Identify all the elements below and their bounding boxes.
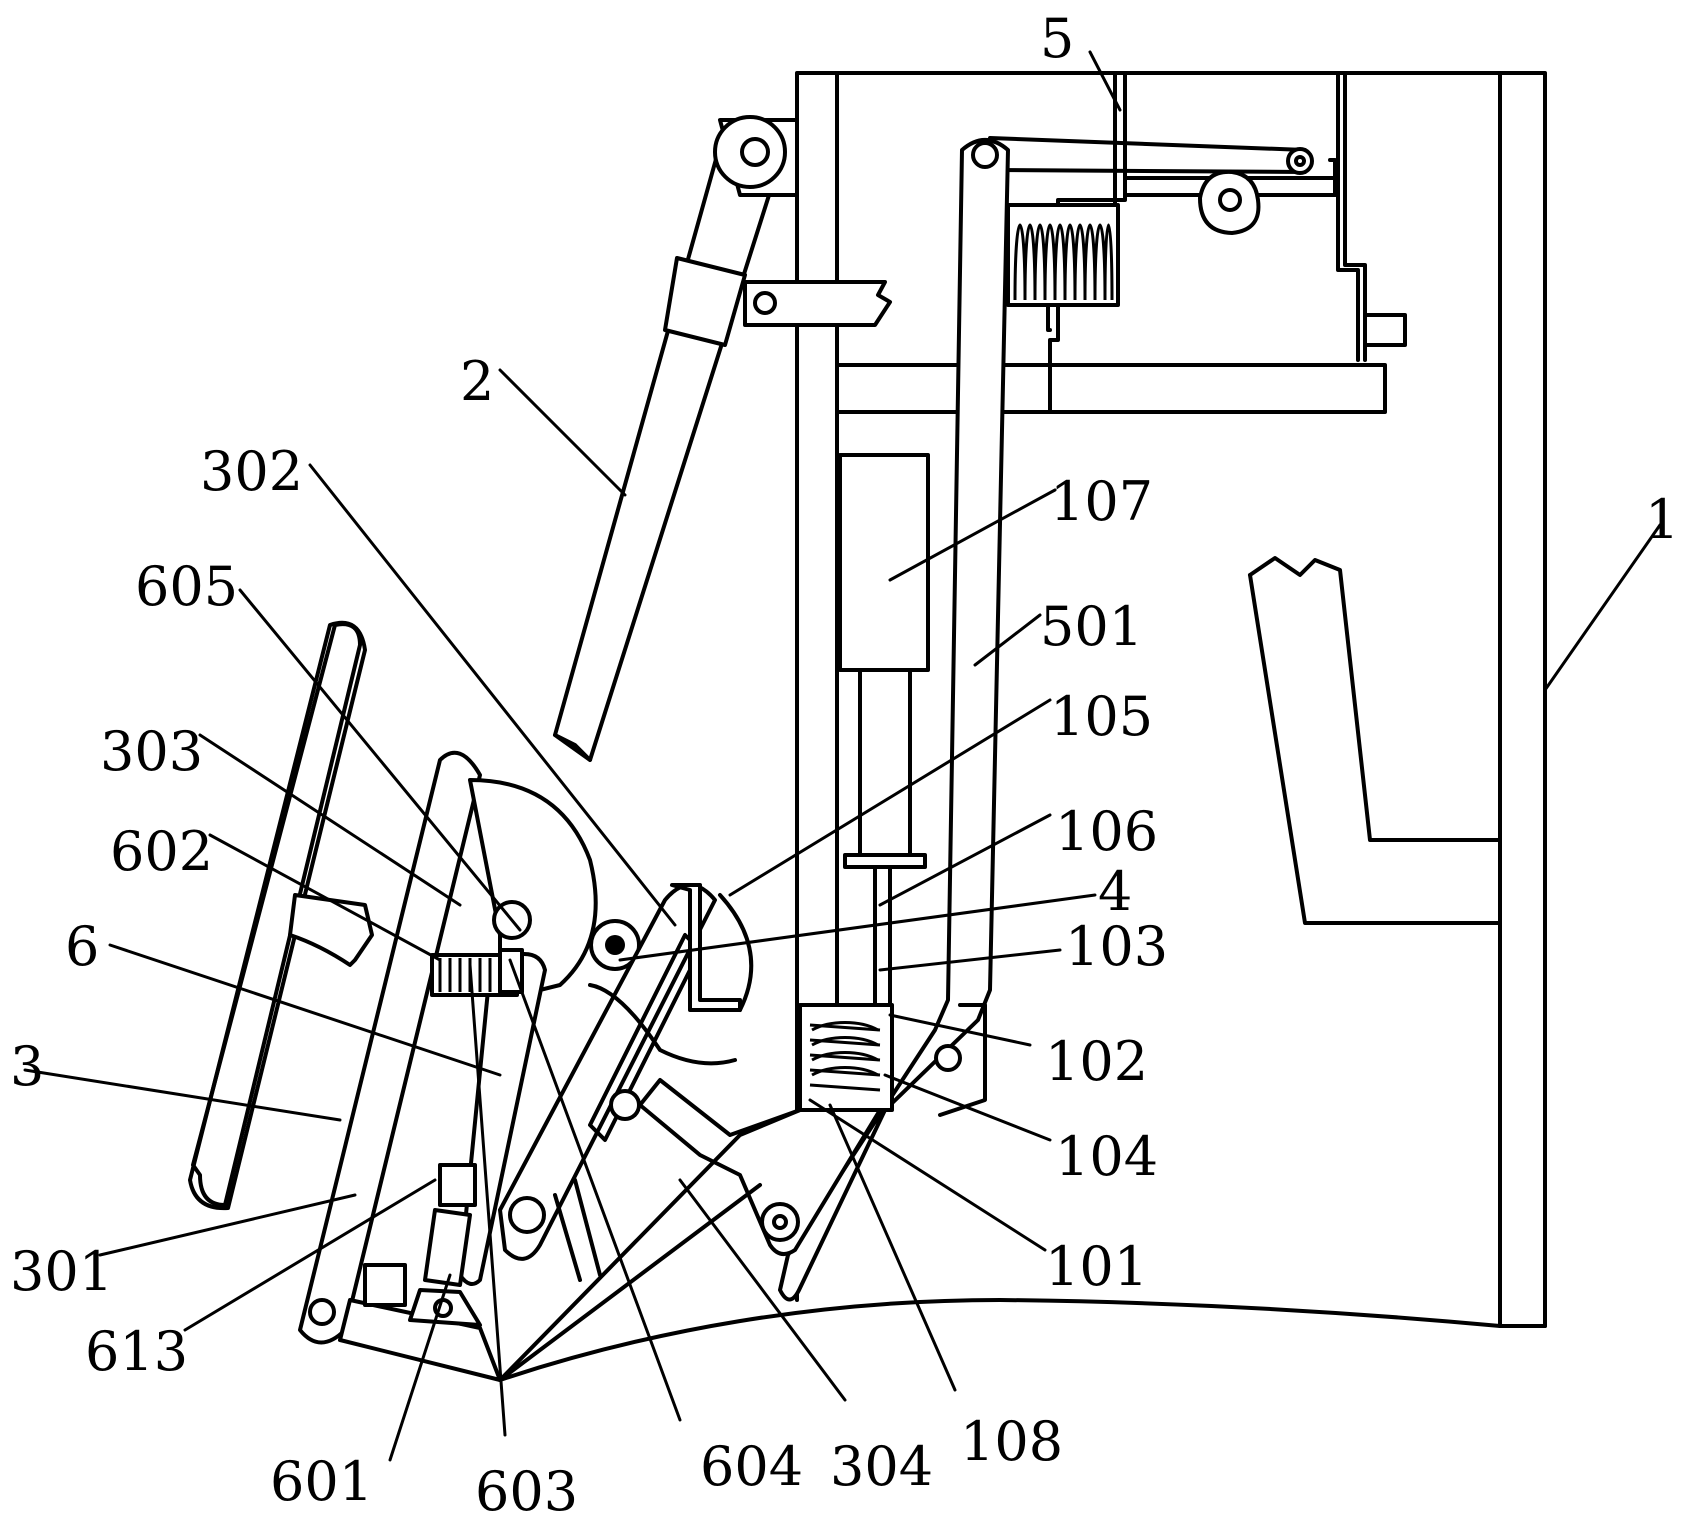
label-303: 303: [100, 720, 203, 783]
label-5: 5: [1040, 7, 1074, 70]
label-2: 2: [460, 350, 494, 413]
part-labels: 5 2 1 302 107 501 605 105 303 602 106 4 …: [10, 7, 1679, 1514]
label-605: 605: [135, 555, 238, 618]
label-501: 501: [1040, 595, 1143, 658]
label-601: 601: [270, 1450, 373, 1513]
label-604: 604: [700, 1435, 803, 1498]
label-103: 103: [1065, 915, 1168, 978]
label-302: 302: [200, 440, 303, 503]
spring-104: [800, 1005, 892, 1110]
label-301: 301: [10, 1240, 113, 1303]
label-107: 107: [1050, 470, 1153, 533]
label-613: 613: [85, 1320, 188, 1383]
label-101: 101: [1045, 1235, 1148, 1298]
label-108: 108: [960, 1410, 1063, 1473]
label-3: 3: [10, 1035, 44, 1098]
label-304: 304: [830, 1435, 933, 1498]
label-1: 1: [1645, 488, 1679, 551]
label-102: 102: [1045, 1030, 1148, 1093]
label-105: 105: [1050, 685, 1153, 748]
leader-lines: [25, 52, 1660, 1460]
label-106: 106: [1055, 800, 1158, 863]
label-603: 603: [475, 1460, 578, 1514]
label-602: 602: [110, 820, 213, 883]
upper-mechanism-5: [990, 73, 1405, 365]
label-4: 4: [1098, 860, 1132, 923]
label-6: 6: [65, 915, 99, 978]
label-104: 104: [1055, 1125, 1158, 1188]
